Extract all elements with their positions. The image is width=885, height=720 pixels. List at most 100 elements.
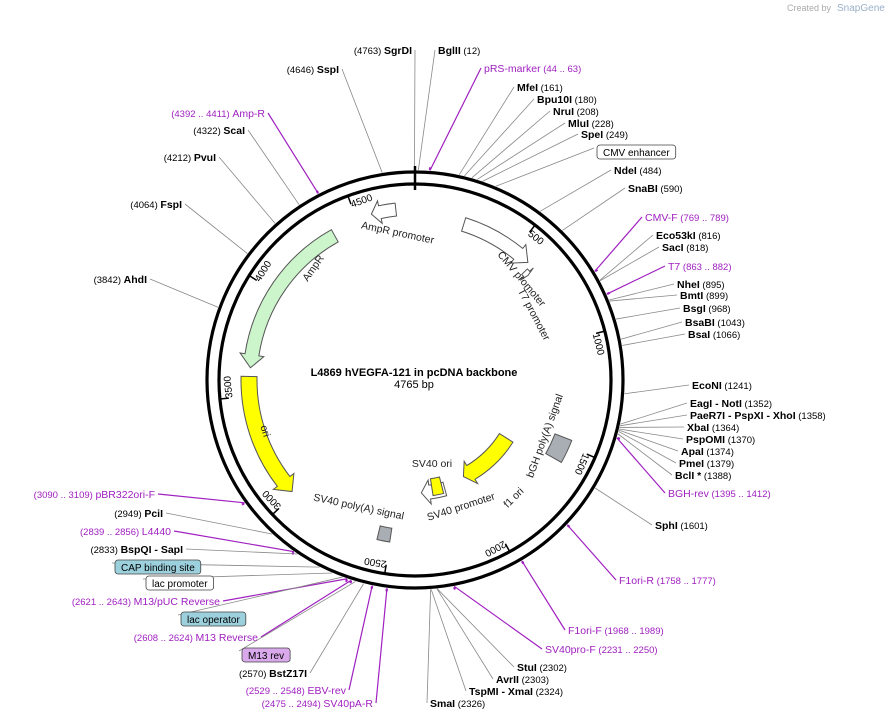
enzyme-label-econi[interactable]: EcoNI (1241) (692, 380, 752, 392)
feature-tag-lac-operator[interactable]: lac operator (180, 611, 247, 627)
feature-tag-cap-binding-site[interactable]: CAP binding site (114, 559, 202, 575)
feature-sv40-poly-a-signal[interactable] (376, 525, 393, 543)
enzyme-label-tspmi-xmai[interactable]: TspMI - XmaI (2324) (469, 686, 563, 698)
feature-cmv-promoter[interactable] (460, 217, 529, 264)
feature-tag-box (241, 647, 291, 663)
enzyme-label-stui[interactable]: StuI (2302) (517, 662, 567, 674)
primer-site-bgh-rev (617, 437, 621, 440)
primer-label-l4440[interactable]: (2839 .. 2856) L4440 (80, 526, 171, 538)
leader-tspmi-xmai (430, 589, 467, 692)
enzyme-label-bstz17i[interactable]: (2570) BstZ17I (239, 668, 307, 680)
leader-pmei (618, 431, 677, 464)
enzyme-label-pspomi[interactable]: PspOMI (1370) (686, 434, 755, 446)
feature-tag-label: lac operator (187, 615, 240, 626)
feature-tag-label: CAP binding site (121, 563, 195, 574)
leader-scai (247, 129, 300, 206)
primer-label-f1ori-r[interactable]: F1ori-R (1758 .. 1777) (619, 575, 716, 587)
feature-tag-lac-promoter[interactable]: lac promoter (145, 575, 214, 591)
leader-cmv-enhancer (495, 147, 595, 187)
enzyme-label-avrii[interactable]: AvrII (2303) (496, 674, 549, 686)
feature-ampr-promoter[interactable] (370, 199, 398, 225)
primer-label-pbr322ori-f[interactable]: (3090 .. 3109) pBR322ori-F (34, 489, 155, 501)
plasmid-length: 4765 bp (394, 379, 434, 391)
feature-label-ampr-promoter: AmpR promoter (360, 219, 435, 246)
leader-sphi (594, 487, 653, 526)
enzyme-label-sgrdi[interactable]: (4763) SgrDI (354, 45, 412, 57)
enzyme-label-sphi[interactable]: SphI (1601) (655, 520, 708, 532)
leader-bgh-rev (616, 437, 666, 494)
feature-label-f1-ori: f1 ori (501, 485, 526, 510)
primer-label-cmv-f[interactable]: CMV-F (769 .. 789) (645, 212, 729, 224)
enzyme-label-bspqi-sapi[interactable]: (2833) BspQI - SapI (90, 544, 183, 556)
leader-lines (111, 49, 690, 704)
leader-fspi (184, 203, 248, 254)
primer-label-sv40pro-f[interactable]: SV40pro-F (2231 .. 2250) (545, 644, 658, 656)
leader-t7 (606, 265, 666, 295)
feature-tag-cmv-enhancer[interactable]: CMV enhancer (596, 144, 677, 160)
enzyme-label-pmei[interactable]: PmeI (1379) (679, 458, 734, 470)
enzyme-label-fspi[interactable]: (4064) FspI (130, 199, 182, 211)
primer-label-m13-reverse[interactable]: (2608 .. 2624) M13 Reverse (134, 632, 258, 644)
primer-label-ebv-rev[interactable]: (2529 .. 2548) EBV-rev (246, 685, 347, 697)
enzyme-label-bglii[interactable]: BglII (12) (438, 45, 480, 57)
primer-label-m13-puc-reverse[interactable]: (2621 .. 2643) M13/pUC Reverse (72, 596, 220, 608)
feature-t7-promoter[interactable] (519, 267, 534, 281)
enzyme-label-scai[interactable]: (4322) ScaI (193, 125, 245, 137)
enzyme-label-nrui[interactable]: NruI (208) (553, 106, 599, 118)
feature-ampr[interactable] (238, 229, 339, 369)
primer-label-t7[interactable]: T7 (863 .. 882) (668, 261, 732, 273)
enzyme-label-paer7i-pspxi-xhoi[interactable]: PaeR7I - PspXI - XhoI (1358) (690, 410, 826, 422)
feature-f1-ori[interactable] (462, 432, 514, 485)
tick-mark-1500 (586, 453, 595, 458)
leader-ahdi (149, 278, 219, 308)
leader-ebv-rev (348, 585, 373, 691)
enzyme-label-bcli[interactable]: BclI * (1388) (675, 470, 731, 482)
enzyme-label-snabi[interactable]: SnaBI (590) (628, 183, 683, 195)
leader-f1ori-f (521, 560, 566, 631)
enzyme-label-bsai[interactable]: BsaI (1066) (688, 329, 740, 341)
enzyme-label-xbai[interactable]: XbaI (1364) (687, 422, 739, 434)
enzyme-label-bpu10i[interactable]: Bpu10I (180) (537, 94, 597, 106)
enzyme-label-pvui[interactable]: (4212) PvuI (164, 152, 216, 164)
primer-label-amp-r[interactable]: (4392 .. 4411) Amp-R (171, 108, 265, 120)
feature-label-sv40-poly-a-signal: SV40 poly(A) signal (312, 492, 405, 523)
leader-bsgi (615, 307, 681, 320)
tick-label-3500: 3500 (222, 375, 235, 399)
feature-sv40-ori[interactable] (429, 476, 445, 497)
enzyme-label-spei[interactable]: SpeI (249) (581, 129, 628, 141)
leader-bmti (609, 294, 678, 302)
leader-cmv-f (594, 216, 643, 272)
feature-ori[interactable] (240, 375, 295, 493)
enzyme-label-pcii[interactable]: (2949) PciI (114, 508, 163, 520)
enzyme-label-sspi[interactable]: (4646) SspI (287, 64, 339, 76)
enzyme-label-ahdi[interactable]: (3842) AhdI (94, 274, 148, 286)
leader-spei (482, 133, 579, 182)
leader-mfei (458, 86, 515, 175)
tick-mark-4000 (249, 275, 258, 281)
leader-amp-r (267, 112, 319, 194)
enzyme-label-nhei[interactable]: NheI (895) (677, 279, 725, 291)
enzyme-label-ndei[interactable]: NdeI (484) (614, 165, 662, 177)
enzyme-label-eagi-noti[interactable]: EagI - NotI (1352) (690, 398, 772, 410)
enzyme-label-eco53ki[interactable]: Eco53kI (816) (656, 230, 721, 242)
enzyme-label-smai[interactable]: SmaI (2326) (430, 698, 485, 710)
enzyme-label-bsabi[interactable]: BsaBI (1043) (685, 317, 745, 329)
enzyme-label-apai[interactable]: ApaI (1374) (681, 446, 734, 458)
leader-sv40pro-f (453, 585, 543, 650)
enzyme-label-mlui[interactable]: MluI (228) (568, 118, 614, 130)
primer-label-f1ori-f[interactable]: F1ori-F (1968 .. 1989) (568, 625, 664, 637)
leader-apai (618, 429, 679, 452)
leader-bcli (617, 433, 673, 476)
primer-label-sv40pa-r[interactable]: (2475 .. 2494) SV40pA-R (262, 698, 374, 710)
enzyme-label-mfei[interactable]: MfeI (161) (517, 82, 563, 94)
primer-label-prs-marker[interactable]: pRS-marker (44 .. 63) (484, 63, 581, 75)
enzyme-label-bmti[interactable]: BmtI (899) (680, 290, 728, 302)
enzyme-label-saci[interactable]: SacI (818) (662, 242, 708, 254)
tick-mark-2000 (504, 543, 510, 552)
primer-label-bgh-rev[interactable]: BGH-rev (1395 .. 1412) (668, 488, 771, 500)
feature-tag-m13-rev[interactable]: M13 rev (241, 647, 291, 663)
enzyme-label-bsgi[interactable]: BsgI (968) (683, 303, 731, 315)
feature-bgh-poly-a-signal[interactable] (545, 433, 573, 464)
primer-site-t7 (606, 291, 611, 295)
